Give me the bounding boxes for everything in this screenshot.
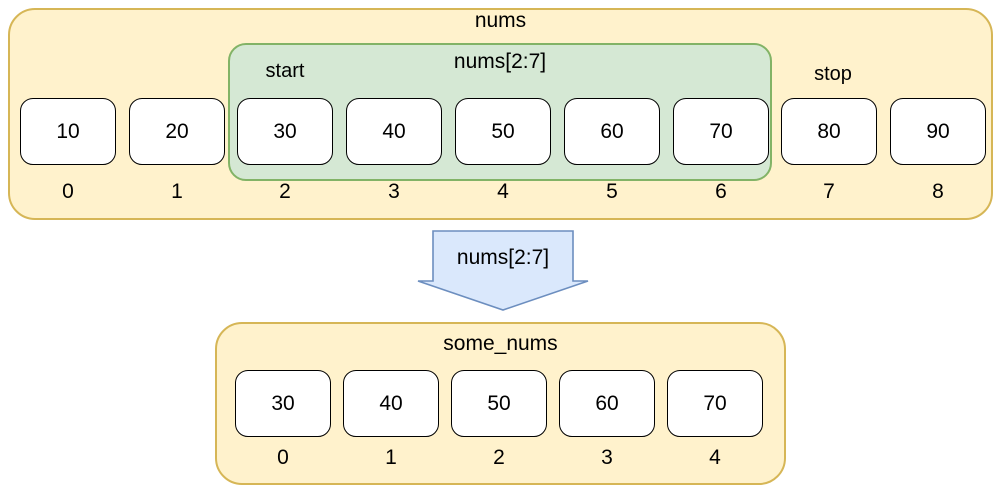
nums-index-2: 2 — [279, 180, 291, 203]
nums-cell-5: 60 — [564, 98, 660, 165]
slice-region-label: nums[2:7] — [453, 50, 547, 73]
some-nums-index-4: 4 — [709, 446, 721, 469]
nums-index-7: 7 — [823, 180, 835, 203]
nums-index-1: 1 — [171, 180, 183, 203]
nums-index-5: 5 — [606, 180, 618, 203]
nums-cell-6: 70 — [673, 98, 769, 165]
nums-index-8: 8 — [932, 180, 944, 203]
some-nums-cell-1: 40 — [343, 370, 439, 437]
some-nums-index-1: 1 — [385, 446, 397, 469]
nums-index-0: 0 — [62, 180, 74, 203]
some-nums-index-0: 0 — [277, 446, 289, 469]
nums-cell-0: 10 — [20, 98, 116, 165]
some-nums-index-3: 3 — [601, 446, 613, 469]
nums-index-3: 3 — [388, 180, 400, 203]
slice-start-label: start — [265, 60, 305, 82]
nums-index-4: 4 — [497, 180, 509, 203]
nums-cell-2: 30 — [237, 98, 333, 165]
some-nums-cell-2: 50 — [451, 370, 547, 437]
nums-title: nums — [474, 9, 527, 32]
nums-cell-4: 50 — [455, 98, 551, 165]
some-nums-index-2: 2 — [493, 446, 505, 469]
some-nums-title: some_nums — [443, 332, 558, 355]
nums-cell-3: 40 — [346, 98, 442, 165]
some-nums-cell-4: 70 — [667, 370, 763, 437]
nums-cell-1: 20 — [129, 98, 225, 165]
slice-arrow-label: nums[2:7] — [456, 246, 550, 269]
nums-cell-7: 80 — [781, 98, 877, 165]
nums-cell-8: 90 — [890, 98, 986, 165]
some-nums-cell-3: 60 — [559, 370, 655, 437]
slice-stop-label: stop — [814, 63, 852, 85]
nums-index-6: 6 — [715, 180, 727, 203]
slice-arrow-icon — [417, 230, 589, 311]
some-nums-cell-0: 30 — [235, 370, 331, 437]
